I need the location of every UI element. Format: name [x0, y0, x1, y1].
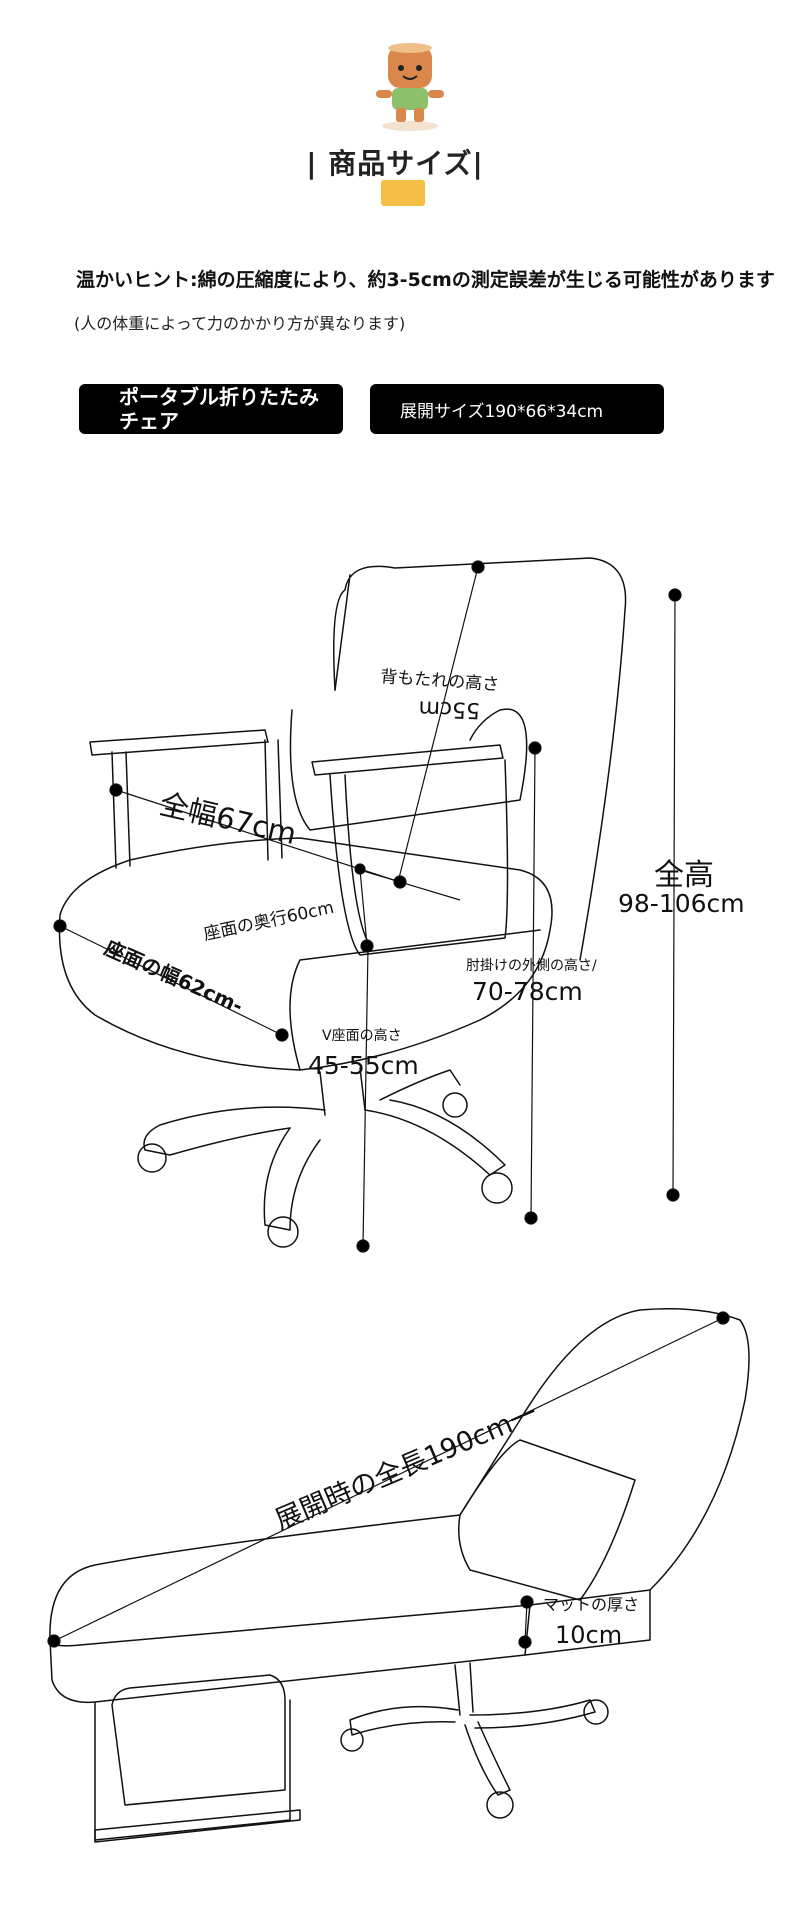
mat-thickness-value: 10cm: [555, 1621, 622, 1649]
warm-hint: 温かいヒント:綿の圧縮度により、約3-5cmの測定誤差が生じる可能性があります: [76, 269, 775, 291]
seat-height-value: 45-55cm: [308, 1051, 419, 1080]
seat-height-label: V座面の高さ: [322, 1027, 402, 1044]
title-decoration: [381, 180, 425, 206]
unfold-size-badge: 展開サイズ190*66*34cm: [370, 384, 664, 434]
chair-type-label: ポータブル折りたたみチェア: [119, 385, 319, 433]
chair-type-badge: ポータブル折りたたみチェア: [79, 384, 343, 434]
caster-back: [442, 1092, 468, 1118]
title-suffix: |: [472, 147, 484, 180]
armrest-height-label: 肘掛けの外側の高さ/: [466, 957, 597, 974]
recliner-mattress: [49, 1308, 750, 1647]
tree-stump-mascot-icon: [376, 43, 444, 131]
left-armrest: [89, 729, 269, 756]
mat-thickness-label: マットの厚さ: [543, 1595, 639, 1614]
caster-right: [481, 1172, 513, 1204]
chair-seat-outline: [58, 837, 553, 1071]
recliner-caster-front: [486, 1791, 514, 1819]
recliner-caster-right: [583, 1699, 609, 1725]
chair-cushion-outline: [289, 708, 528, 831]
recliner-caster-left: [340, 1728, 364, 1752]
right-armrest: [311, 744, 504, 776]
page-title: 商品サイズ: [328, 147, 473, 180]
total-height-label: 全高: [654, 858, 714, 893]
total-height-value: 98-106cm: [618, 889, 745, 918]
recliner-pillow: [458, 1439, 636, 1601]
section-title: | 商品サイズ|: [0, 142, 790, 182]
backrest-height-value: 55cm: [418, 695, 480, 722]
caster-front: [267, 1216, 299, 1248]
unfold-size-label: 展開サイズ190*66*34cm: [400, 401, 604, 422]
armrest-height-value: 70-78cm: [472, 977, 583, 1006]
chair-backrest-outline: [333, 557, 627, 961]
title-prefix: |: [306, 147, 318, 180]
caster-left: [137, 1143, 167, 1173]
weight-note: (人の体重によって力のかかり方が異なります): [74, 314, 406, 333]
unfolded-length-label: 展開時の全長190cm一: [271, 1398, 542, 1537]
